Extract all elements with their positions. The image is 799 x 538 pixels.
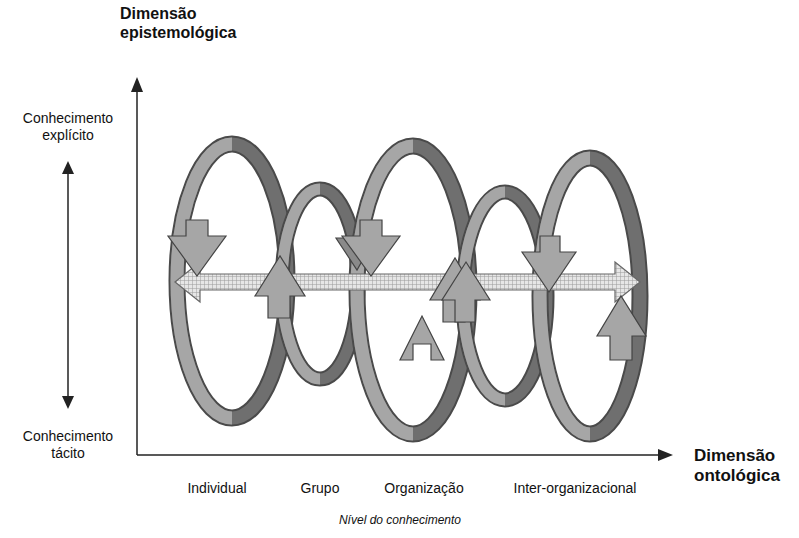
level-label: Inter-organizacional bbox=[490, 480, 660, 497]
axes bbox=[131, 77, 673, 461]
level-label: Grupo bbox=[270, 480, 370, 497]
level-label: Individual bbox=[157, 480, 277, 497]
axis-subtitle: Nível do conhecimento bbox=[300, 513, 500, 527]
axis-title: Dimensão ontológica bbox=[694, 446, 796, 487]
axis-label: Conhecimento explícito bbox=[8, 110, 128, 144]
axis-label: Conhecimento tácito bbox=[8, 428, 128, 462]
axis-title: Dimensão epistemológica bbox=[120, 4, 260, 42]
double-arrow bbox=[62, 161, 74, 409]
horizontal-double-arrow bbox=[175, 262, 640, 302]
spiral-arrowheads bbox=[168, 220, 646, 360]
level-label: Organização bbox=[359, 480, 489, 497]
